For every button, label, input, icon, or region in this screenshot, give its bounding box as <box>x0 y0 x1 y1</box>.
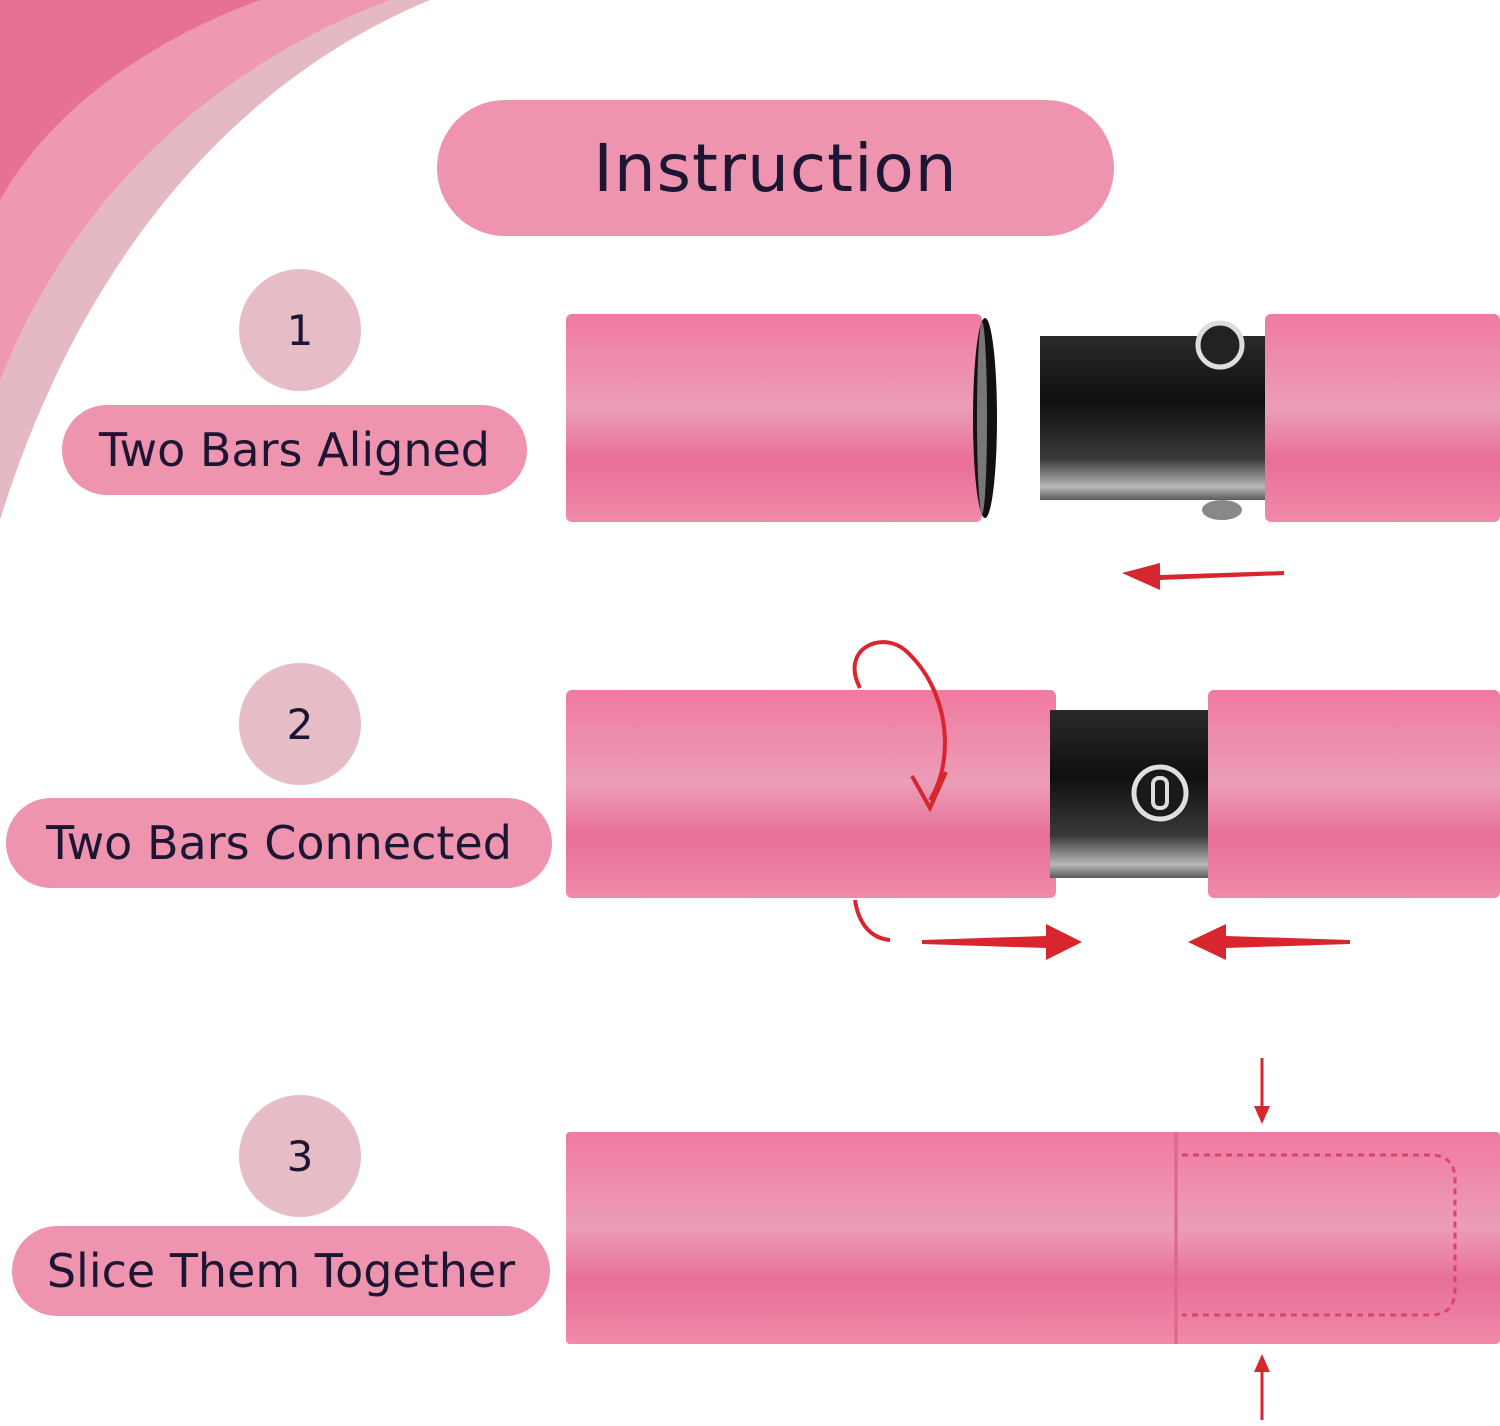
step1-illustration <box>566 314 1500 590</box>
rotate-arrow-icon <box>852 640 947 802</box>
step2-label: Two Bars Connected <box>6 798 552 888</box>
arrow-left-icon <box>1122 563 1284 590</box>
page-title: Instruction <box>437 100 1114 236</box>
arrow-left-icon <box>1188 924 1350 960</box>
step2-illustration <box>566 640 1500 960</box>
spring-button-icon <box>1195 320 1245 370</box>
step2-number-badge: 2 <box>239 663 361 785</box>
step1-label: Two Bars Aligned <box>62 405 527 495</box>
background-swoosh <box>0 0 430 520</box>
arrow-right-icon <box>922 924 1082 960</box>
step3-number-badge: 3 <box>239 1095 361 1217</box>
hidden-joint-outline <box>1182 1153 1457 1317</box>
spring-button-icon <box>1131 764 1189 822</box>
step3-illustration <box>566 1058 1500 1420</box>
step1-number-badge: 1 <box>239 269 361 391</box>
step3-label: Slice Them Together <box>12 1226 550 1316</box>
